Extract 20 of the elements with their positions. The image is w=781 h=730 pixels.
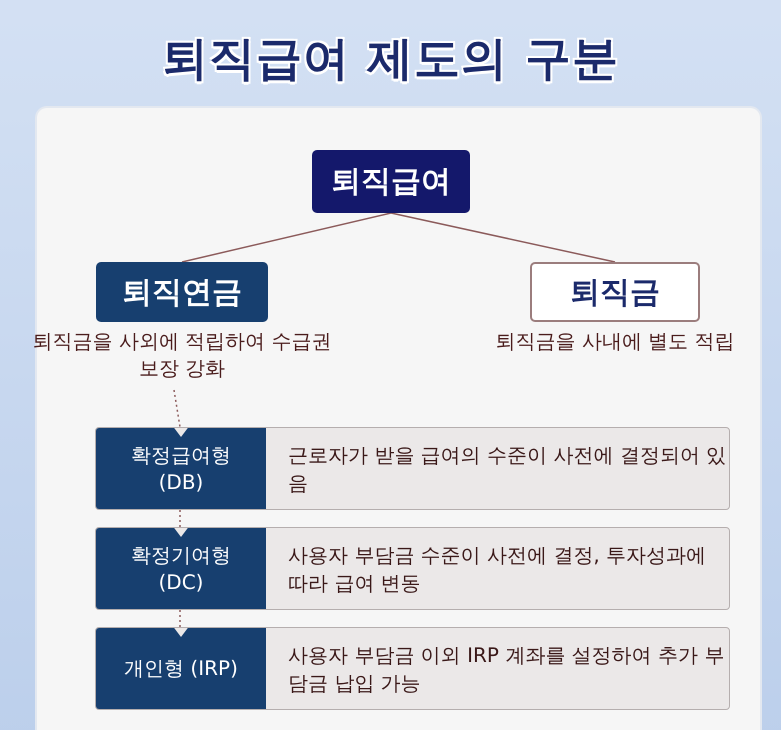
plan-type-label: 확정급여형 (DB) [96, 428, 266, 509]
title: 퇴직급여 제도의 구분 [160, 30, 620, 87]
description-text: 퇴직금을 사외에 적립하여 수급권 보장 강화 [32, 328, 332, 382]
plan-description: 사용자 부담금 이외 IRP 계좌를 설정하여 추가 부담금 납입 가능 [287, 642, 726, 696]
plan-description: 사용자 부담금 수준이 사전에 결정, 투자성과에 따라 급여 변동 [287, 542, 708, 596]
plan-type-label: 확정기여형 (DC) [96, 528, 266, 609]
connector-line [182, 212, 392, 263]
plan-type-label: 개인형 (IRP) [96, 628, 266, 709]
connector-line [179, 510, 181, 527]
plan-row [95, 527, 730, 610]
plan-row [95, 627, 730, 710]
description-text: 퇴직금을 사내에 별도 적립 [494, 328, 736, 355]
connector-line [173, 390, 181, 428]
connector-line [179, 610, 181, 627]
plan-row [95, 427, 730, 510]
category-box: 퇴직연금 [96, 262, 268, 322]
category-box: 퇴직급여 [312, 150, 470, 213]
plan-description: 근로자가 받을 급여의 수준이 사전에 결정되어 있음 [287, 442, 728, 496]
category-box: 퇴직금 [530, 262, 700, 322]
connector-line [390, 212, 616, 263]
